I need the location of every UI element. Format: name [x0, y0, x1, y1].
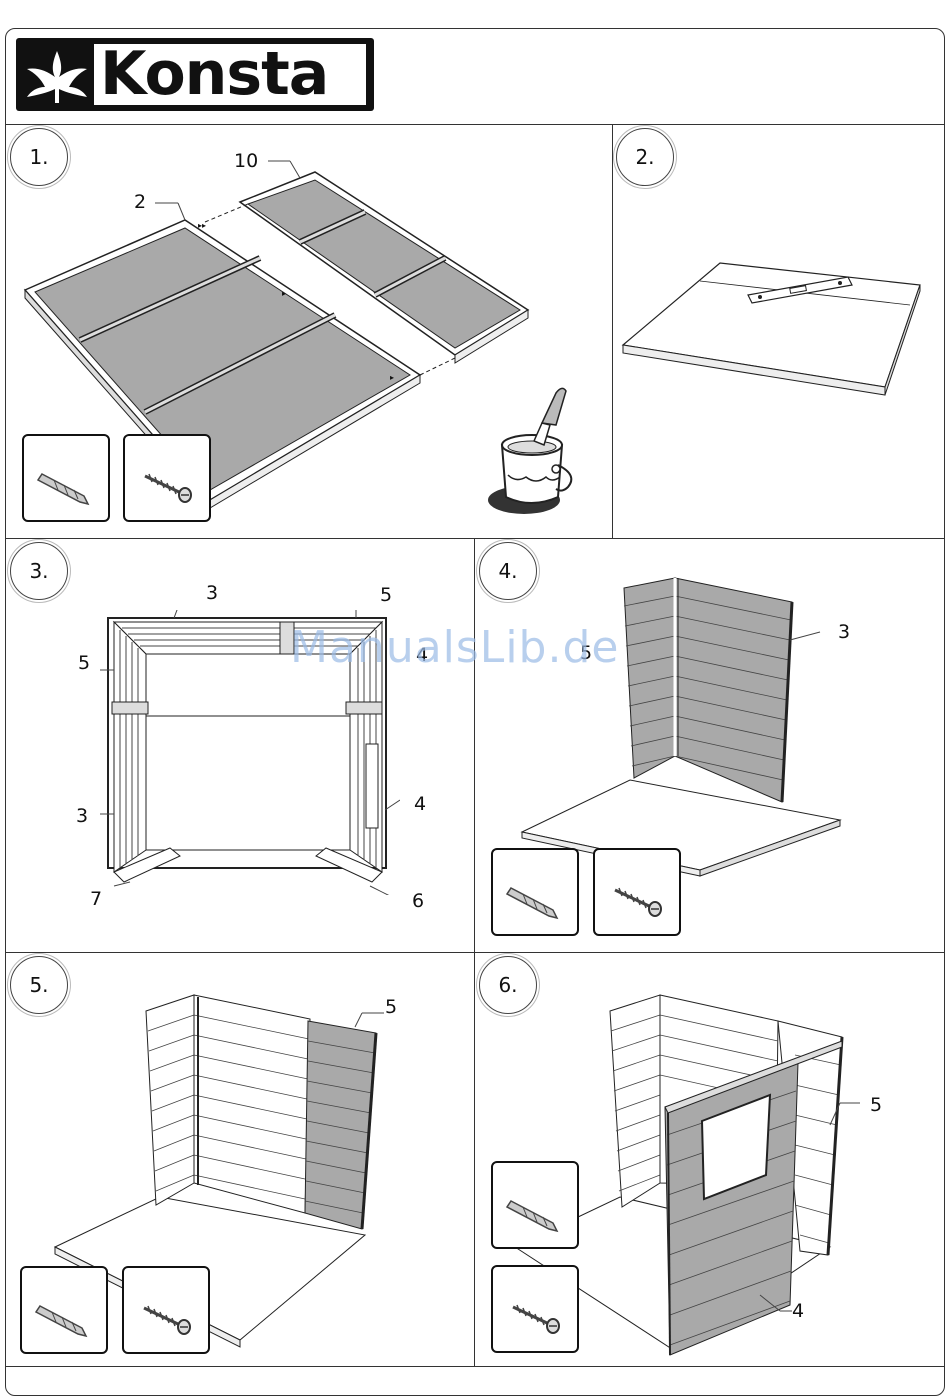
step3-label-3-top: 3: [206, 582, 218, 604]
svg-text:▸: ▸: [390, 373, 394, 382]
drill-bit-icon: [24, 436, 108, 520]
step2-leveling: [620, 255, 930, 405]
drill-bit-box-step6: [491, 1161, 579, 1249]
screw-box-step4: [593, 848, 681, 936]
drill-bit-icon: [22, 1268, 106, 1352]
screw-icon: [124, 1268, 208, 1352]
watermark-text: ManualsLib.de: [290, 622, 619, 673]
divider-row3: [5, 1366, 945, 1367]
screw-icon: [125, 436, 209, 520]
svg-text:▸▸: ▸▸: [198, 221, 206, 230]
step5-label-5: 5: [385, 996, 397, 1018]
screw-icon: [595, 850, 679, 934]
drill-bit-icon: [493, 850, 577, 934]
paint-bucket-icon: [486, 385, 586, 520]
drill-bit-box-step5: [20, 1266, 108, 1354]
step1-label-2: 2: [134, 191, 146, 213]
screw-icon: [493, 1267, 577, 1351]
step6-label-4: 4: [792, 1300, 804, 1322]
divider-row1: [5, 538, 945, 539]
step3-label-3-left: 3: [76, 805, 88, 827]
step3-label-4-right: 4: [414, 793, 426, 815]
brand-logo: Konsta: [16, 38, 374, 111]
screw-box-step6: [491, 1265, 579, 1353]
drill-bit-icon: [493, 1163, 577, 1247]
step3-label-5-left: 5: [78, 652, 90, 674]
svg-text:▸: ▸: [282, 289, 286, 298]
drill-bit-box-step1: [22, 434, 110, 522]
divider-header: [5, 124, 945, 125]
screw-box-step1: [123, 434, 211, 522]
step3-label-5-top: 5: [380, 584, 392, 606]
step6-label-5: 5: [870, 1094, 882, 1116]
divider-row2: [5, 952, 945, 953]
step3-label-7: 7: [90, 888, 102, 910]
step-number-2: 2.: [616, 128, 674, 186]
brand-name: Konsta: [94, 44, 366, 105]
screw-box-step5: [122, 1266, 210, 1354]
leaf-icon: [21, 43, 93, 106]
step-number-3: 3.: [10, 542, 68, 600]
step4-label-3: 3: [838, 621, 850, 643]
step1-label-10: 10: [234, 150, 258, 172]
step3-label-6: 6: [412, 890, 424, 912]
divider-col-row1: [612, 124, 613, 538]
drill-bit-box-step4: [491, 848, 579, 936]
